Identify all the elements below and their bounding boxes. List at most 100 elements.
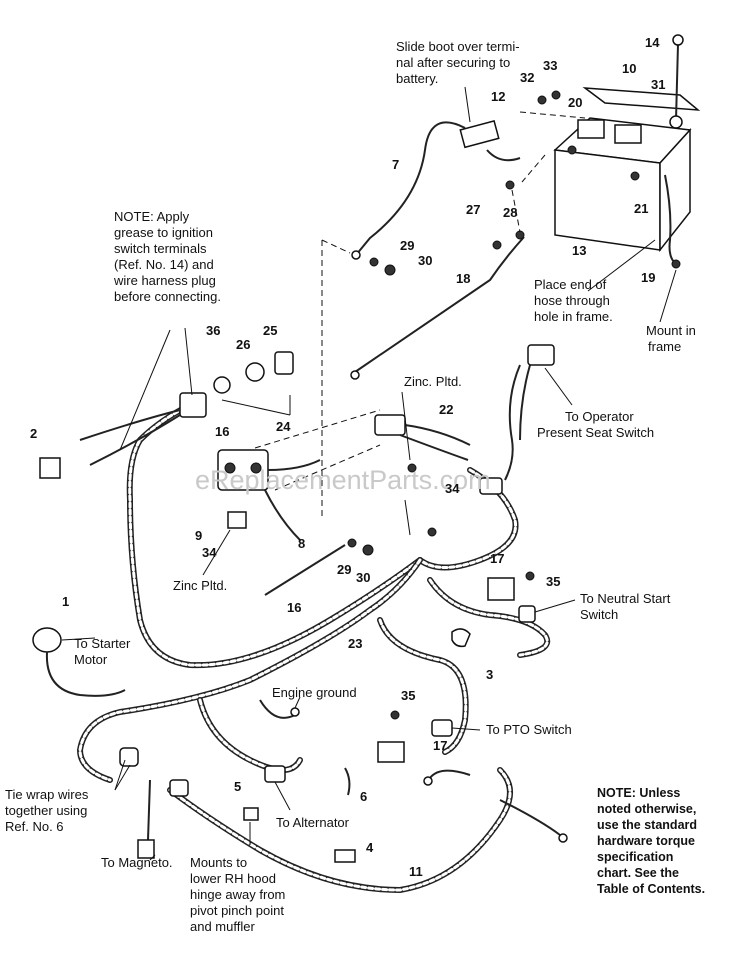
bolt-27a <box>492 240 502 250</box>
callout-16b: 16 <box>287 600 301 615</box>
note-grease: NOTE: Apply grease to ignition switch te… <box>113 209 221 304</box>
cable-16 <box>264 544 346 596</box>
callout-30b: 30 <box>356 570 370 585</box>
lead-to-terminal-2b <box>89 414 181 466</box>
callout-29b: 29 <box>337 562 351 577</box>
relay-17b <box>377 741 405 763</box>
note-zinc-left: Zinc Pltd. <box>173 578 227 593</box>
screw-35a <box>525 571 535 581</box>
callout-30a: 30 <box>418 253 432 268</box>
watermark: eReplacementParts.com <box>195 465 491 495</box>
note-engine-ground: Engine ground <box>272 685 357 700</box>
note-zinc-top: Zinc. Pltd. <box>404 374 462 389</box>
washer-29 <box>347 538 357 548</box>
cable-18-ring <box>350 370 360 380</box>
ignition-switch-36 <box>213 376 231 394</box>
callout-28: 28 <box>503 205 517 220</box>
battery-terminal-pos <box>630 171 640 181</box>
starter-lead <box>45 651 126 697</box>
callout-9: 9 <box>195 528 202 543</box>
main-harness-23 <box>76 557 568 894</box>
relay-17a <box>487 577 515 601</box>
connector-34 <box>479 477 503 495</box>
upper-harness <box>374 344 555 571</box>
ground-cable-18 <box>354 236 525 373</box>
battery-holddown-bracket <box>582 87 701 111</box>
vent-hose <box>664 174 675 263</box>
callout-31: 31 <box>651 77 665 92</box>
bolt-27b <box>505 180 515 190</box>
callout-2: 2 <box>30 426 37 441</box>
connector-22a <box>374 414 406 436</box>
note-magneto: To Magneto. <box>101 855 173 870</box>
lead-to-terminal-2 <box>79 409 181 441</box>
callout-34b: 34 <box>202 545 217 560</box>
nut-26 <box>245 362 265 382</box>
callout-36: 36 <box>206 323 220 338</box>
battery-assembly <box>519 34 701 269</box>
bolt-32 <box>537 95 547 105</box>
callout-17a: 17 <box>490 551 504 566</box>
callout-29a: 29 <box>400 238 414 253</box>
nut-30 <box>384 264 396 276</box>
callout-23: 23 <box>348 636 362 651</box>
lockwasher-29 <box>369 257 379 267</box>
dash-27-28 <box>511 189 521 233</box>
clip-3 <box>451 628 471 648</box>
battery-cap-1 <box>577 119 605 139</box>
clip-4 <box>334 849 356 863</box>
dash-battery-bolts <box>521 154 546 183</box>
callout-13: 13 <box>572 243 586 258</box>
callout-14: 14 <box>645 35 660 50</box>
callout-11: 11 <box>409 864 423 879</box>
starter-boot-1 <box>32 627 62 653</box>
resistor-2 <box>39 457 61 479</box>
note-torque: NOTE: Unless noted otherwise, use the st… <box>597 786 705 896</box>
callout-19: 19 <box>641 270 655 285</box>
diode-9 <box>227 511 247 529</box>
clip-5 <box>243 807 259 821</box>
cable-7-lead <box>486 149 521 162</box>
bolt-33 <box>551 90 561 100</box>
magneto-terminal <box>137 839 155 859</box>
screw-35b <box>390 710 400 720</box>
positive-cable-7 <box>355 121 466 256</box>
callout-3: 3 <box>486 667 493 682</box>
battery-terminal-neg <box>567 145 577 155</box>
small-parts <box>32 571 536 863</box>
callout-17b: 17 <box>433 738 447 753</box>
callout-32: 32 <box>520 70 534 85</box>
note-mount-in-frame: Mount in frame <box>646 323 700 354</box>
lead-operator-seat <box>504 364 521 481</box>
note-tie-wrap: Tie wrap wires together using Ref. No. 6 <box>5 787 92 834</box>
callout-35b: 35 <box>401 688 415 703</box>
callout-5: 5 <box>234 779 241 794</box>
note-hose: Place end of hose through hole in frame. <box>534 277 614 324</box>
dash-cable7 <box>321 239 351 254</box>
callout-16a: 16 <box>215 424 229 439</box>
magneto-lead <box>147 779 151 841</box>
neutral-connector <box>518 605 536 623</box>
ignition-switch-group <box>39 351 423 669</box>
engine-ground-lead <box>259 699 296 719</box>
callout-25: 25 <box>263 323 277 338</box>
battery-front <box>554 149 661 251</box>
tie-wrap-connector <box>119 747 139 767</box>
callout-18: 18 <box>456 271 470 286</box>
note-alternator: To Alternator <box>276 815 350 830</box>
notes: Slide boot over termi- nal after securin… <box>5 39 705 934</box>
callout-22: 22 <box>439 402 453 417</box>
j-bolt <box>675 43 679 121</box>
callout-7: 7 <box>392 157 399 172</box>
callout-24: 24 <box>276 419 291 434</box>
nut-30b <box>362 544 374 556</box>
callout-1: 1 <box>62 594 69 609</box>
callout-4: 4 <box>366 840 374 855</box>
alternator-connector <box>264 765 286 783</box>
callouts: 14 33 10 32 31 12 20 7 21 27 28 13 29 30… <box>30 35 665 879</box>
note-operator-seat: To Operator Present Seat Switch <box>537 409 654 440</box>
callout-26: 26 <box>236 337 250 352</box>
callout-27: 27 <box>466 202 480 217</box>
tie-wrap-6 <box>344 767 351 796</box>
seat-switch-connector <box>527 344 555 366</box>
